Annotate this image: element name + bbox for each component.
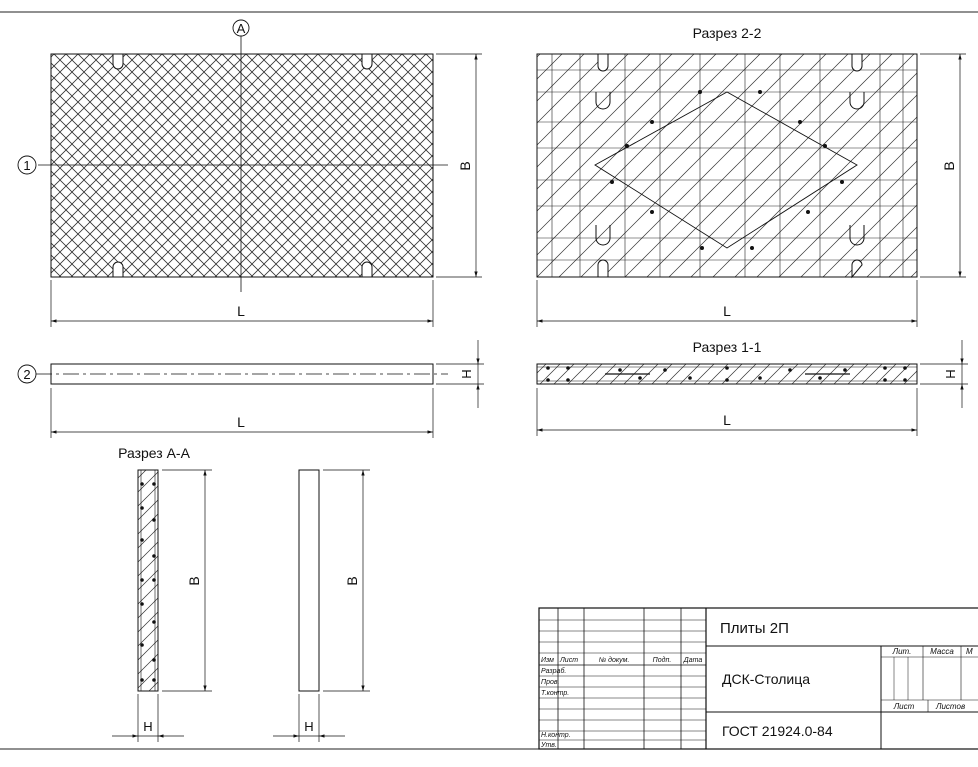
tb-role-tkontr: Т.контр. — [541, 690, 569, 697]
section-2-2: Разрез 2-2 — [536, 25, 966, 327]
side-view: В Н — [273, 469, 370, 742]
tb-header-doc: № докум. — [599, 656, 630, 664]
tb-massa: Масса — [930, 647, 954, 656]
section-1-1: Разрез 1-1 L Н — [536, 339, 968, 436]
saa-dim-b-label: В — [186, 576, 202, 585]
side-dim-h-label: Н — [304, 719, 313, 734]
elev-dim-l-label: L — [237, 414, 245, 430]
s22-slab — [536, 53, 918, 278]
tb-header-list: Лист — [559, 657, 578, 664]
tb-sheet: Лист — [893, 702, 915, 711]
axis-a-bubble — [232, 19, 250, 37]
axis-2-label: 2 — [23, 367, 30, 382]
section-a-a: Разрез А-А В Н — [112, 445, 212, 742]
tb-masshtab: М — [966, 647, 973, 656]
s22-bar-dots — [610, 90, 844, 250]
plan-dim-b-label: В — [457, 161, 473, 170]
axis-1-label: 1 — [23, 158, 30, 173]
title-block-text: Изм Лист № докум. Подп. Дата Разраб. Про… — [540, 620, 973, 749]
side-dim-b-label: В — [344, 576, 360, 585]
axis-2-bubble — [17, 364, 37, 384]
s22-diamond-bar — [594, 91, 858, 249]
s22-dim-b-label: В — [941, 161, 957, 170]
saa-slab — [137, 469, 159, 692]
tb-gost: ГОСТ 21924.0-84 — [722, 723, 833, 739]
title-block — [538, 607, 978, 750]
tb-header-date: Дата — [683, 657, 703, 664]
tb-product: Плиты 2П — [720, 620, 789, 637]
tb-role-utv: Утв. — [540, 742, 557, 749]
s22-dim-l-label: L — [723, 303, 731, 319]
section-a-a-title: Разрез А-А — [118, 445, 190, 461]
tb-role-razrab: Разраб. — [541, 667, 566, 675]
plan-notches — [112, 53, 373, 278]
saa-bar-dots — [140, 482, 156, 682]
plan-dim-l-label: L — [237, 303, 245, 319]
elev-dim-h-label: Н — [459, 369, 474, 378]
saa-dim-h-label: Н — [143, 719, 152, 734]
s11-dim-h-label: Н — [943, 369, 958, 378]
tb-header-sign: Подп. — [653, 656, 672, 664]
tb-role-prov: Пров. — [541, 679, 560, 686]
section-1-1-title: Разрез 1-1 — [693, 339, 762, 355]
s11-dim-l-label: L — [723, 412, 731, 428]
plan-view: А 1 L В — [17, 19, 482, 327]
tb-lit: Лит. — [892, 647, 912, 656]
tb-role-nkontr: Н.контр. — [541, 732, 571, 739]
tb-org: ДСК-Столица — [722, 671, 810, 687]
axis-a-label: А — [237, 21, 246, 36]
axis-1-bubble — [17, 155, 37, 175]
s22-lifting-loops — [595, 53, 865, 279]
tb-sheets: Листов — [935, 702, 965, 711]
plan-slab — [50, 53, 434, 278]
elevation-view: 2 L Н — [17, 340, 484, 438]
section-2-2-title: Разрез 2-2 — [693, 25, 762, 41]
s11-slab — [536, 363, 918, 385]
tb-header-izm: Изм — [541, 657, 554, 664]
s11-bar-dots — [546, 366, 907, 382]
side-slab — [298, 469, 320, 692]
